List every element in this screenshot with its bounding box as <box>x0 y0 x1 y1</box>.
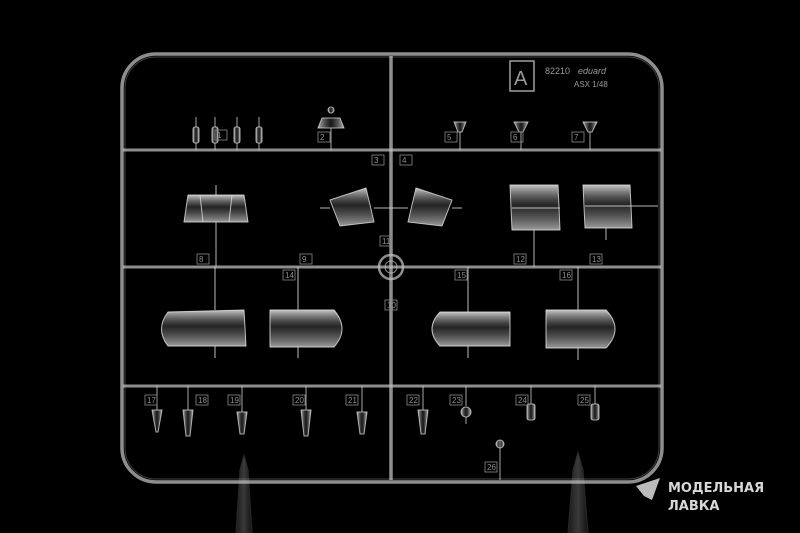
svg-text:20: 20 <box>295 396 304 405</box>
part-number-tag: 9 <box>299 253 313 265</box>
canopy-left-part <box>320 187 391 227</box>
side-window-part <box>509 184 561 267</box>
canopy-bubble-part <box>161 267 247 358</box>
right-stand <box>567 450 589 533</box>
watermark-line2: ЛАВКА <box>668 499 719 514</box>
canopy-bubble-part <box>545 267 616 360</box>
sprue-scale: ASX 1/48 <box>574 80 608 89</box>
part-number-tag: 24 <box>515 394 529 406</box>
lens-part <box>460 386 472 424</box>
parts-top-left <box>192 106 345 150</box>
svg-text:8: 8 <box>199 255 204 264</box>
part-number-tag: 7 <box>571 131 585 143</box>
lens-part <box>236 386 248 435</box>
small-clip-part <box>582 121 598 150</box>
svg-text:21: 21 <box>348 396 357 405</box>
svg-text:16: 16 <box>562 271 571 280</box>
part-number-tag: 12 <box>513 253 527 265</box>
svg-text:14: 14 <box>285 271 294 280</box>
part-number-tag: 8 <box>196 253 210 265</box>
svg-text:6: 6 <box>513 133 518 142</box>
parts-top-right <box>453 121 598 150</box>
lens-part <box>417 386 429 435</box>
display-stands <box>235 450 589 533</box>
lens-part <box>495 439 505 480</box>
windscreen-part <box>183 185 249 267</box>
watermark-emblem <box>636 478 660 500</box>
svg-text:26: 26 <box>487 463 496 472</box>
sprue-letter: A <box>514 68 528 90</box>
parts-middle-row <box>183 184 658 267</box>
parts-bottom-row <box>151 386 600 480</box>
part-number-tag: 11 <box>379 235 393 247</box>
sprue-frame <box>120 52 664 484</box>
part-number-tag: 21 <box>345 394 359 406</box>
watermark-line1: МОДЕЛЬНАЯ <box>668 481 764 496</box>
part-number-tag: 16 <box>559 269 573 281</box>
svg-text:18: 18 <box>198 396 207 405</box>
svg-text:1: 1 <box>217 131 222 140</box>
part-number-tag: 17 <box>144 394 158 406</box>
svg-text:23: 23 <box>452 396 461 405</box>
part-number-tag: 26 <box>484 461 498 473</box>
lens-part <box>590 386 600 421</box>
svg-text:5: 5 <box>447 133 452 142</box>
svg-text:10: 10 <box>387 301 396 310</box>
part-number-tag: 10 <box>384 299 398 311</box>
sprue-brand: eduard <box>578 66 607 76</box>
svg-text:25: 25 <box>580 396 589 405</box>
side-window-part <box>582 184 658 240</box>
part-number-tag: 18 <box>195 394 209 406</box>
svg-text:24: 24 <box>518 396 527 405</box>
svg-text:9: 9 <box>302 255 307 264</box>
svg-text:17: 17 <box>147 396 156 405</box>
part-number-tag: 14 <box>282 269 296 281</box>
part-number-tag: 19 <box>227 394 241 406</box>
lens-part <box>526 386 536 421</box>
lens-part <box>356 386 368 435</box>
lens-part <box>182 386 194 437</box>
bottle-part <box>192 117 200 150</box>
part-number-tag: 23 <box>449 394 463 406</box>
canopy-right-part <box>391 187 462 227</box>
svg-text:19: 19 <box>230 396 239 405</box>
part-number-tag: 15 <box>454 269 468 281</box>
lamp-part <box>317 106 345 150</box>
svg-text:7: 7 <box>574 133 579 142</box>
lens-part <box>300 386 312 437</box>
svg-text:11: 11 <box>382 237 391 246</box>
part-number-tag: 2 <box>317 131 331 143</box>
svg-text:15: 15 <box>457 271 466 280</box>
part-number-tag: 25 <box>577 394 591 406</box>
lens-part <box>151 386 163 433</box>
parts-lower-row <box>161 267 616 360</box>
bottle-part <box>255 117 263 150</box>
canopy-bubble-part <box>269 267 343 358</box>
svg-text:22: 22 <box>409 396 418 405</box>
svg-text:12: 12 <box>516 255 525 264</box>
part-number-tag: 3 <box>371 154 385 166</box>
part-number-tag: 4 <box>399 154 413 166</box>
bottle-part <box>233 117 241 150</box>
sprue-code: 82210 <box>545 66 570 76</box>
watermark-logo: МОДЕЛЬНАЯ ЛАВКА <box>636 478 764 514</box>
part-number-tag: 1 <box>214 129 228 141</box>
part-number-tag: 6 <box>510 131 524 143</box>
part-number-tag: 22 <box>406 394 420 406</box>
left-stand <box>235 453 253 533</box>
svg-text:3: 3 <box>374 156 379 165</box>
sprue-label: A 82210 eduard ASX 1/48 <box>509 60 608 92</box>
part-number-tag: 20 <box>292 394 306 406</box>
svg-text:4: 4 <box>402 156 407 165</box>
svg-text:13: 13 <box>592 255 601 264</box>
part-number-tag: 5 <box>444 131 458 143</box>
small-clip-part <box>453 121 467 150</box>
canopy-bubble-part <box>431 267 511 358</box>
svg-text:2: 2 <box>320 133 325 142</box>
part-number-tag: 13 <box>589 253 603 265</box>
